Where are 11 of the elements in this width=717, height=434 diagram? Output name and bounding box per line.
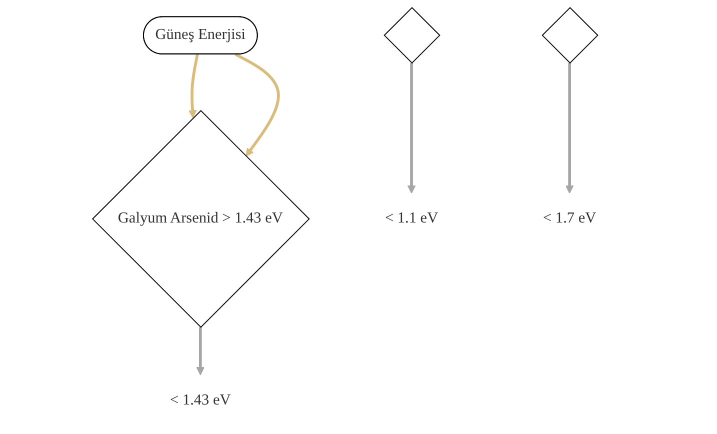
- node-diamond: [542, 6, 598, 64]
- arrow: [565, 62, 574, 194]
- node-text: < 1.1 eV: [384, 210, 438, 227]
- arrow: [196, 327, 204, 376]
- arrow: [407, 62, 416, 194]
- node-text: < 1.7 eV: [542, 210, 596, 227]
- arrow: [188, 54, 199, 118]
- arrow: [234, 53, 280, 157]
- node-text: < 1.43 eV: [170, 392, 231, 408]
- node-diamond: Galyum Arsenid > 1.43 eV: [92, 110, 310, 328]
- node-diamond: [383, 6, 440, 64]
